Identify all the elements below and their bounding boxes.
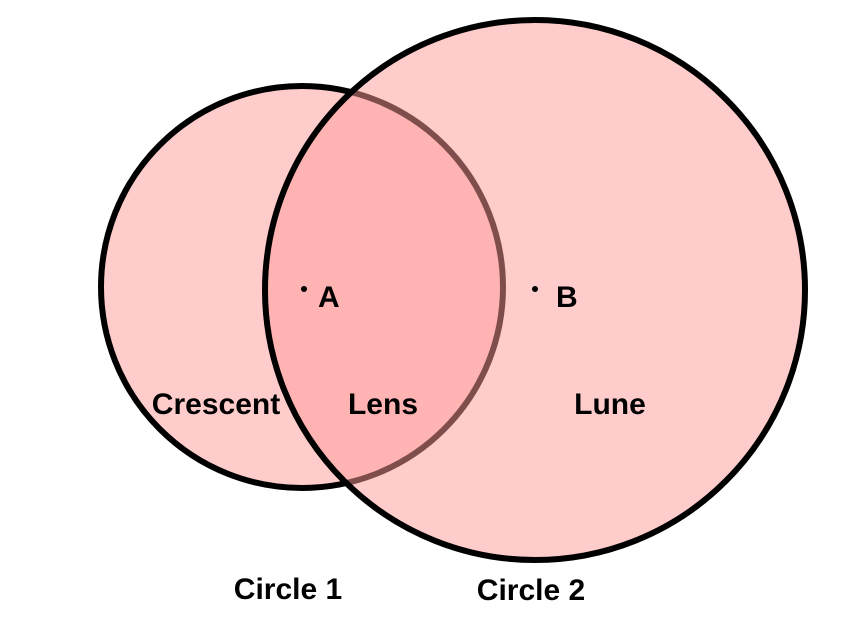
region-label-lens: Lens	[348, 388, 418, 421]
circle-1-label: Circle 1	[234, 573, 342, 606]
region-label-crescent: Crescent	[152, 388, 280, 421]
center-point-a-dot	[301, 286, 307, 292]
region-label-lune: Lune	[574, 388, 646, 421]
center-point-a-label: A	[318, 281, 340, 314]
center-point-b-label: B	[556, 281, 578, 314]
circle-2-label: Circle 2	[477, 574, 585, 607]
center-point-b-dot	[532, 286, 538, 292]
